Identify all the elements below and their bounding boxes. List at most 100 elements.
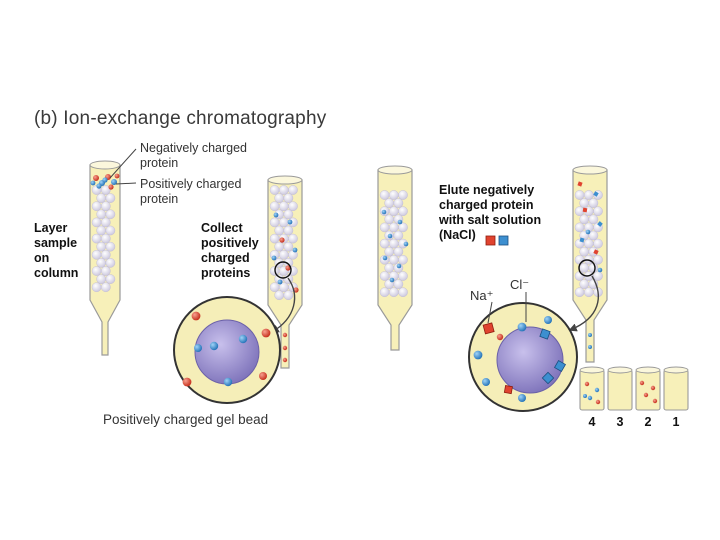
fraction-label-4: 4 [589,415,596,429]
resin-bead [593,271,603,281]
resin-bead [274,290,285,301]
tube-3 [607,366,633,411]
fraction-label-2: 2 [645,415,652,429]
gel-bead-1 [194,319,260,385]
column-4-beads [574,190,603,298]
resin-bead [105,225,116,236]
resin-bead [579,198,590,208]
column-4 [568,165,608,363]
tube-2 [635,366,661,411]
resin-bead [101,266,111,276]
resin-bead [379,222,390,233]
zoom-disc-2 [468,292,578,412]
resin-bead [96,225,106,236]
zoom-arrow-2 [568,275,599,332]
resin-bead [579,263,590,273]
resin-bead [269,233,280,244]
zoom-arrow-1 [270,277,296,333]
na-pointer [487,301,493,324]
resin-bead [384,246,395,257]
gel-bead-label: Positively charged gel bead [103,412,268,427]
resin-bead [388,254,399,265]
column-1 [89,148,137,356]
resin-bead [398,287,408,298]
resin-bead [388,206,399,216]
resin-bead [574,271,585,281]
resin-bead [278,201,289,211]
zoom-marker-2 [578,259,596,277]
zoom-disc-1 [173,296,281,404]
resin-bead [283,193,294,203]
resin-bead [398,271,408,281]
resin-bead [393,230,404,241]
resin-bead [384,198,395,208]
resin-bead [398,254,408,265]
resin-bead [388,238,399,249]
resin-bead [269,217,280,228]
resin-bead [283,290,294,301]
column-4-salt [577,181,603,349]
resin-bead [379,287,390,298]
resin-bead [393,246,404,257]
resin-bead [278,185,289,195]
resin-bead [579,246,590,257]
resin-bead [101,233,111,244]
resin-bead [269,201,280,211]
resin-bead [579,279,590,289]
resin-bead [398,206,408,216]
resin-bead [588,214,599,225]
resin-bead [105,274,116,284]
resin-bead [588,230,599,241]
resin-bead [91,266,102,276]
resin-bead [388,287,399,298]
resin-bead [593,254,603,265]
resin-bead [574,254,585,265]
resin-bead [579,214,590,225]
resin-bead [105,241,116,252]
resin-bead [101,282,111,293]
resin-bead [91,282,102,293]
resin-bead [96,274,106,284]
tube-1 [663,366,689,411]
zoom-marker-1 [274,261,292,279]
resin-bead [379,190,390,200]
resin-bead [398,222,408,233]
column-2 [267,175,303,369]
resin-bead [288,201,298,211]
resin-bead [384,263,395,273]
resin-bead [288,233,298,244]
resin-bead [283,241,294,252]
column-3-proteins [381,209,409,283]
resin-bead [91,249,102,260]
resin-bead [105,193,116,203]
fraction-label-1: 1 [673,415,680,429]
resin-bead [584,190,594,200]
resin-bead [588,263,599,273]
resin-bead [96,193,106,203]
resin-bead [274,241,285,252]
fraction-label-3: 3 [617,415,624,429]
resin-bead [379,271,390,281]
resin-bead [388,190,399,200]
resin-bead [91,233,102,244]
pointer-line-negative [109,148,137,179]
resin-bead [101,249,111,260]
column-3 [377,165,413,351]
resin-bead [278,249,289,260]
cl-ion-label: Cl⁻ [510,277,529,292]
resin-bead [584,287,594,298]
collection-tubes [579,366,689,411]
resin-bead [388,222,399,233]
resin-bead [269,185,280,195]
resin-bead [274,225,285,236]
column-2-beads [269,185,298,301]
resin-bead [283,209,294,220]
resin-bead [96,241,106,252]
column-1-beads [91,185,116,293]
resin-bead [269,282,280,293]
cl-cube-icon [498,235,509,246]
